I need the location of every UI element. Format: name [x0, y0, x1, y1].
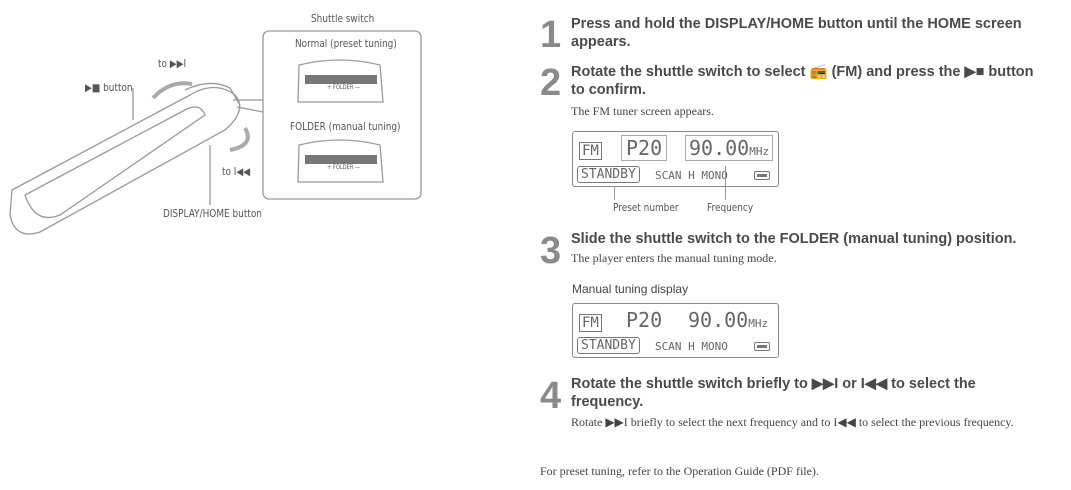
- frequency-unit: MHz: [749, 145, 770, 158]
- shuttle-switch-label: Shuttle switch: [311, 13, 375, 25]
- frequency: 90.00MHz: [685, 135, 774, 161]
- step-number: 3: [540, 230, 562, 272]
- to-next-label: to ▶▶I: [158, 58, 187, 70]
- footer-note: For preset tuning, refer to the Operatio…: [540, 464, 819, 478]
- manual-tuning-display: FM P20 90.00MHz STANDBY SCAN H MONO: [572, 303, 779, 358]
- status-text: SCAN H MONO: [655, 169, 728, 182]
- fm-icon: FM: [579, 142, 602, 160]
- folder-mark: + FOLDER —: [327, 164, 361, 171]
- frequency-value: 90.00: [689, 136, 750, 160]
- standby-indicator: STANDBY: [577, 337, 640, 354]
- preset-number: P20: [621, 135, 668, 161]
- step-heading: Rotate the shuttle switch briefly to ▶▶I…: [571, 376, 976, 410]
- folder-label: FOLDER (manual tuning): [290, 121, 401, 133]
- battery-icon: [754, 342, 770, 351]
- folder-mark: + FOLDER —: [327, 84, 361, 91]
- device-illustration: Shuttle switch Normal (preset tuning) FO…: [0, 0, 430, 240]
- frequency-unit: MHz: [748, 317, 769, 330]
- step-body: Rotate ▶▶I briefly to select the next fr…: [571, 415, 1014, 429]
- step-body: The FM tuner screen appears.: [571, 104, 714, 118]
- preset-number: P20: [626, 308, 663, 332]
- step-heading: Slide the shuttle switch to the FOLDER (…: [571, 231, 1017, 247]
- frequency-label: Frequency: [707, 202, 754, 214]
- display-home-label: DISPLAY/HOME button: [163, 208, 262, 220]
- fm-display: FM P20 90.00MHz STANDBY SCAN H MONO: [572, 131, 779, 187]
- status-text: SCAN H MONO: [655, 340, 728, 353]
- standby-indicator: STANDBY: [577, 166, 640, 183]
- step-number: 4: [540, 375, 562, 417]
- step-heading: Rotate the shuttle switch to select 📻 (F…: [571, 64, 1034, 98]
- frequency-value: 90.00: [688, 308, 749, 332]
- step-heading: Press and hold the DISPLAY/HOME button u…: [571, 16, 1022, 50]
- manual-display-title: Manual tuning display: [572, 282, 689, 296]
- step-number: 1: [540, 14, 562, 56]
- step-body: The player enters the manual tuning mode…: [571, 251, 777, 265]
- fm-icon: FM: [579, 314, 602, 332]
- battery-icon: [754, 171, 770, 180]
- normal-label: Normal (preset tuning): [295, 38, 397, 50]
- player-drawing: [9, 30, 422, 235]
- frequency: 90.00MHz: [688, 308, 768, 332]
- to-prev-label: to I◀◀: [222, 166, 251, 178]
- play-stop-label: ▶■ button: [85, 82, 133, 94]
- preset-number-label: Preset number: [613, 202, 679, 214]
- step-number: 2: [540, 62, 562, 104]
